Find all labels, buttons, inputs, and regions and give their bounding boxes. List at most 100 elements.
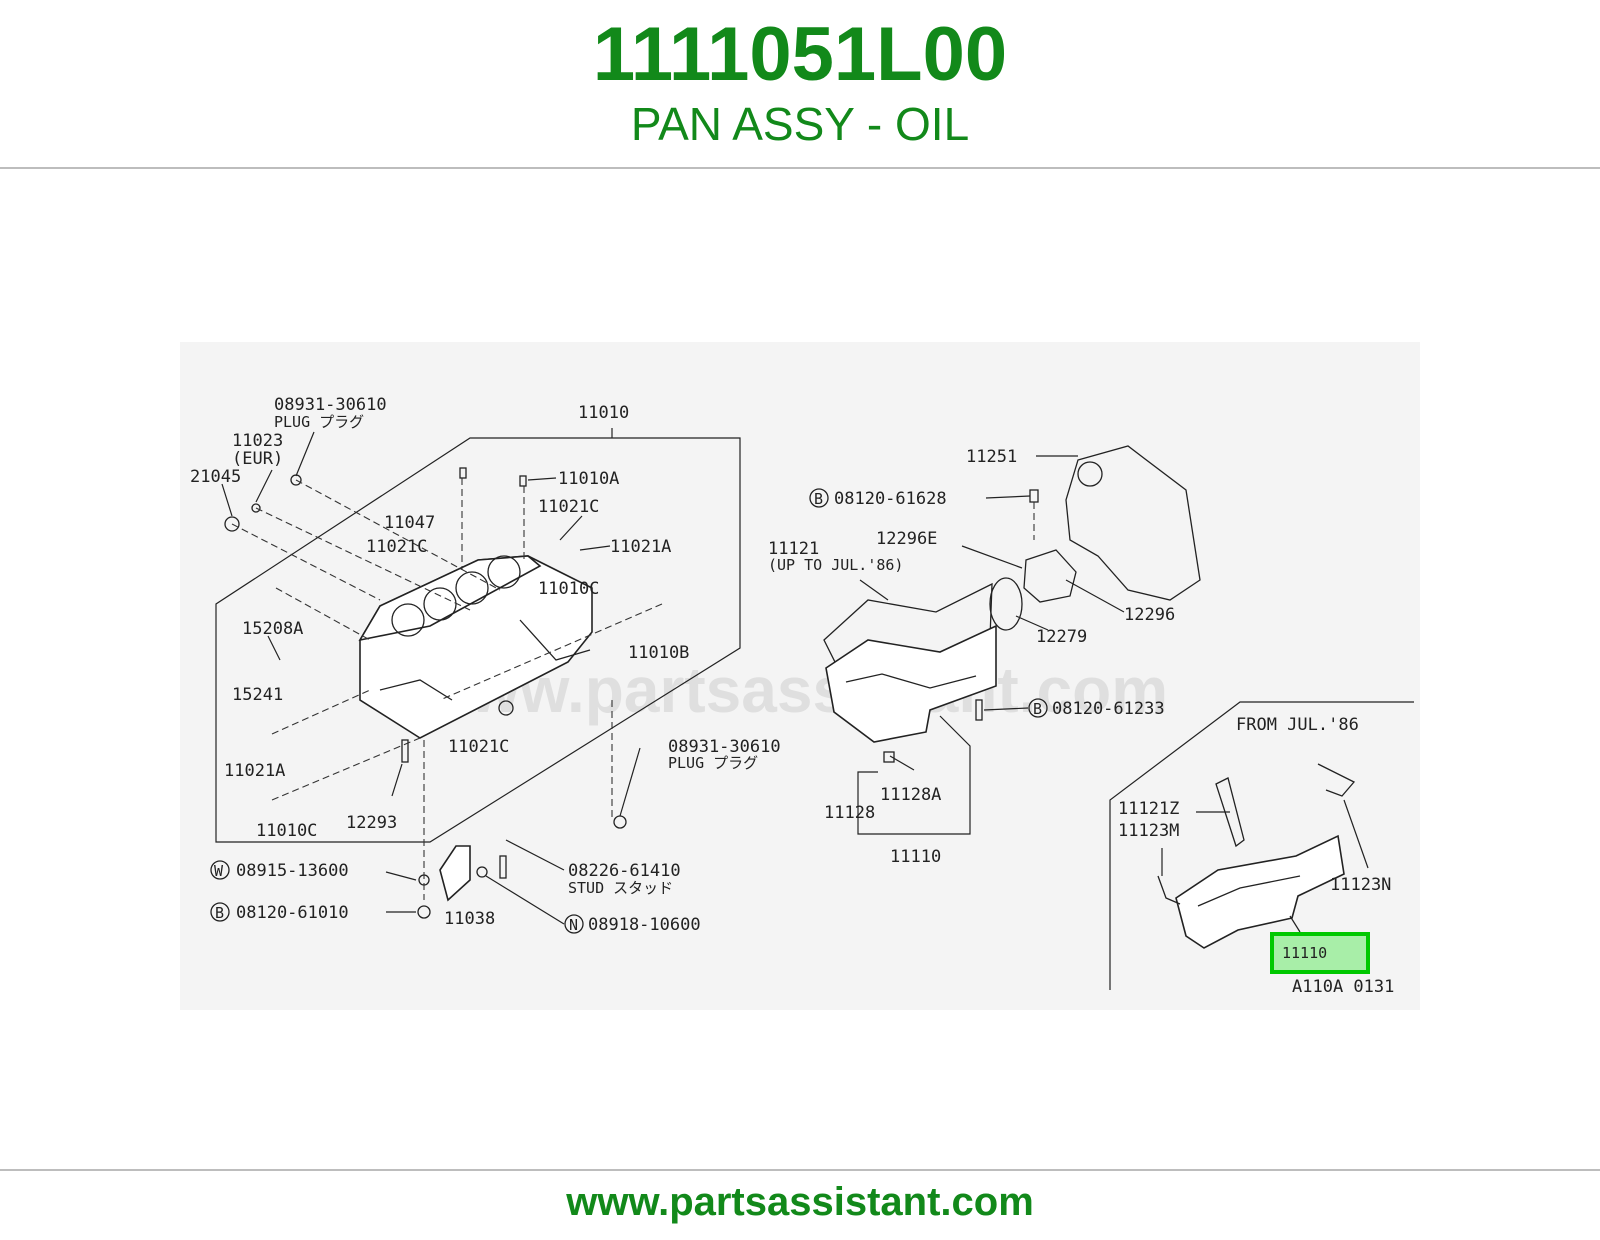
leader-dash-9 [271,737,421,801]
inset-caption: FROM JUL.'86 [1236,715,1359,735]
label-08120-61233: 08120-61233 [1052,699,1165,719]
label-11121: 11121 [768,539,819,559]
label-11021A-b: 11021A [224,761,285,781]
leader-11010A [527,477,557,481]
label-08226-61410: 08226-61410 [568,861,681,881]
leader-12296E [961,545,1023,569]
label-11021C-c: 11021C [448,737,509,757]
label-11010C-b: 11010C [256,821,317,841]
inset-group [1109,701,1414,990]
part-11047-icon [459,467,467,479]
marker-b-3: B [215,904,224,922]
label-11047: 11047 [384,513,435,533]
label-plug-top: PLUG プラグ [274,413,364,431]
inset-seal-11123M-icon [1157,875,1181,905]
part-11023-icon [251,503,261,513]
footer-divider [0,1169,1600,1171]
label-08931-30610-top: 08931-30610 [274,395,387,415]
block-rib-icon [519,619,591,661]
leader-11121 [859,579,889,601]
leader-dash-2 [255,507,471,611]
label-11121Z: 11121Z [1118,799,1179,819]
inset-strainer-11121Z-icon [1215,777,1245,848]
leader-08915 [385,871,417,881]
leader-dash-7 [439,603,663,701]
oil-pan-11110-icon [825,624,997,743]
oil-pan-rib-icon [845,673,977,689]
oil-pan-group [823,445,1201,835]
label-12296: 12296 [1124,605,1175,625]
marker-w: W [214,862,224,880]
cylinder-bore-3-icon [455,571,489,605]
label-upto-jul-86: (UP TO JUL.'86) [768,556,903,574]
marker-b-circle [809,488,829,508]
cylinder-block-group [215,428,741,925]
seal-12279-icon [989,577,1023,631]
label-11010: 11010 [578,403,629,423]
bolt-08120-61233-icon [975,699,983,721]
cylinder-block-deck-icon [358,555,542,642]
rear-plate-hole-icon [1077,461,1103,487]
page-header: 1111051L00 PAN ASSY - OIL [0,0,1600,168]
highlight-box[interactable] [1270,932,1370,974]
figure-code: A110A 0131 [1292,977,1394,997]
inset-oil-pan-rib-icon [1197,875,1301,907]
label-plug-bot: PLUG プラグ [668,754,758,772]
leader-plug-top [295,431,315,477]
highlighted-part-label[interactable]: 11110 [1282,944,1327,962]
leader-08918 [485,875,565,925]
leader-12296 [1065,579,1125,613]
marker-b-circle-2 [1028,698,1048,718]
leader-11123N [1343,799,1369,869]
block-bracket-line [215,428,741,843]
stud-icon [499,855,507,879]
block-rib-2-icon [379,679,453,701]
part-21045-icon [224,516,240,532]
marker-n-circle [564,914,584,934]
label-11021C-b: 11021C [366,537,427,557]
leader-12293 [391,763,403,797]
marker-w-circle [210,860,230,880]
leader-dash-1 [295,479,501,591]
label-08915-13600: 08915-13600 [236,861,349,881]
leader-stud [505,839,565,871]
leader-11021A-a [579,545,611,551]
leader-11023 [255,469,273,503]
label-11251: 11251 [966,447,1017,467]
label-11021C-a: 11021C [538,497,599,517]
part-12293-icon [401,739,409,763]
bracket-11038-icon [439,845,471,902]
label-11110-main: 11110 [890,847,941,867]
inset-oil-pan-icon [1175,834,1345,949]
marker-n: N [569,916,578,934]
label-11023: 11023 [232,431,283,451]
nut-08918-icon [476,866,488,878]
leader-dash-8 [271,689,371,735]
drain-plug-11128-icon [883,751,895,763]
leader-12279 [1015,615,1049,631]
header-divider [0,167,1600,169]
leader-plug-bot [619,747,641,817]
retainer-12296E-icon [1023,549,1077,603]
leader-11128A [889,755,915,771]
label-15208A: 15208A [242,619,303,639]
cylinder-bore-2-icon [423,587,457,621]
label-11010B: 11010B [628,643,689,663]
part-number-title: 1111051L00 [592,12,1008,97]
marker-b-2: B [1033,700,1042,718]
leader-15241 [267,635,281,661]
label-12279: 12279 [1036,627,1087,647]
label-08931-30610-bot: 08931-30610 [668,737,781,757]
bolt-08120-61010-icon [417,905,431,919]
part-11021C-c-icon [498,700,514,716]
label-11038: 11038 [444,909,495,929]
inset-border [1109,701,1414,990]
label-eur: (EUR) [232,449,283,469]
leader-inset-11110 [1289,915,1301,933]
marker-b-circle-3 [210,902,230,922]
label-08918-10600: 08918-10600 [588,915,701,935]
footer-website-link[interactable]: www.partsassistant.com [566,1180,1034,1224]
label-11123M: 11123M [1118,821,1179,841]
part-11010A-icon [519,475,527,487]
